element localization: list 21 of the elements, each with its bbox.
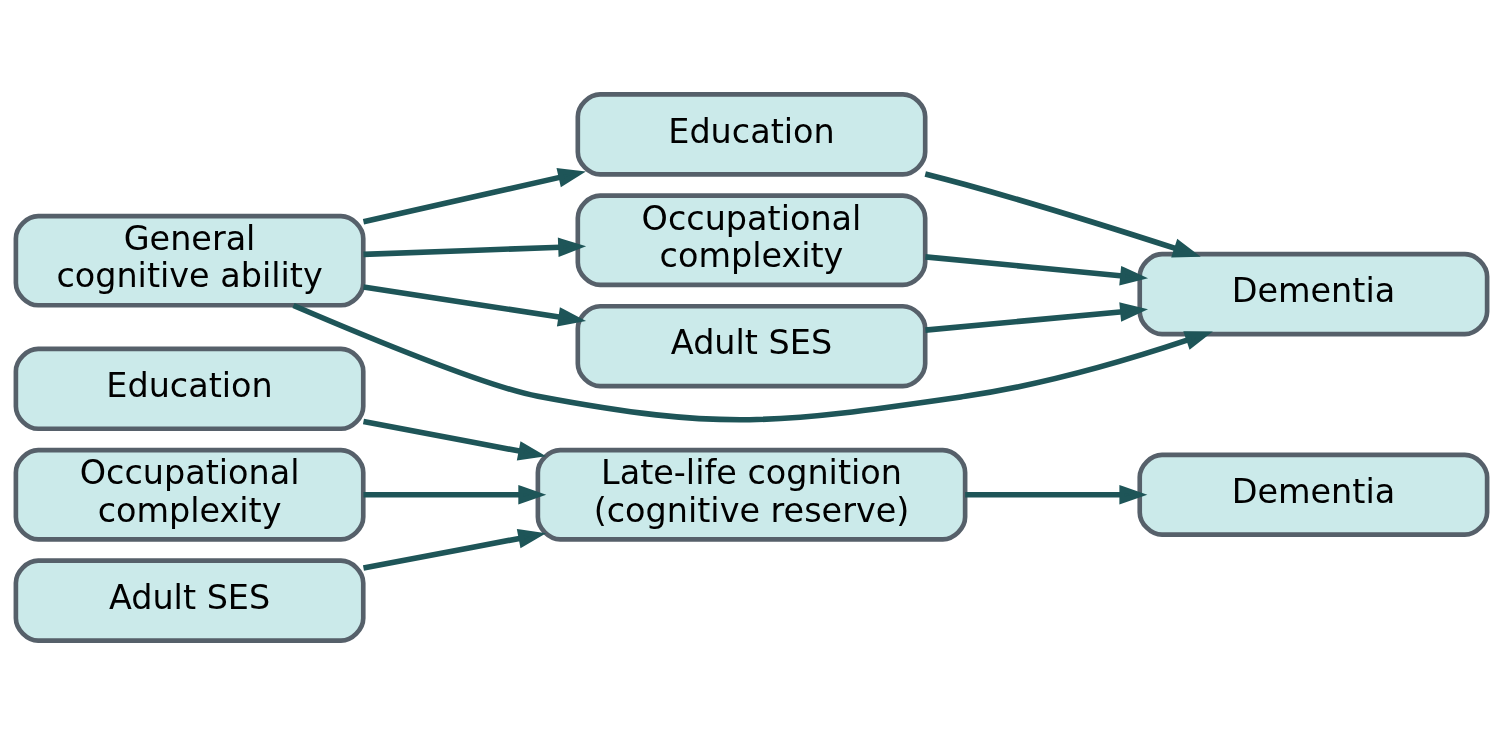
node-box: Occupational complexity — [575, 192, 928, 287]
node-box: Adult SES — [13, 557, 366, 643]
node-box: Late-life cognition (cognitive reserve) — [535, 447, 968, 542]
node-box: Dementia — [1137, 452, 1490, 537]
arrow — [363, 283, 587, 327]
arrow — [362, 418, 547, 461]
node-box: Occupational complexity — [13, 447, 366, 542]
node-box: Dementia — [1137, 251, 1490, 336]
arrow — [965, 484, 1148, 505]
arrow — [362, 167, 586, 224]
arrow — [925, 301, 1148, 333]
arrow — [363, 237, 587, 257]
arrow — [292, 302, 1213, 422]
node-box: General cognitive ability — [13, 213, 366, 308]
arrow — [362, 528, 547, 571]
arrow — [924, 170, 1201, 257]
node-box: Education — [13, 346, 366, 431]
arrow — [363, 484, 547, 505]
node-box: Education — [575, 91, 928, 177]
node-box: Adult SES — [575, 303, 928, 388]
arrow — [925, 253, 1149, 285]
